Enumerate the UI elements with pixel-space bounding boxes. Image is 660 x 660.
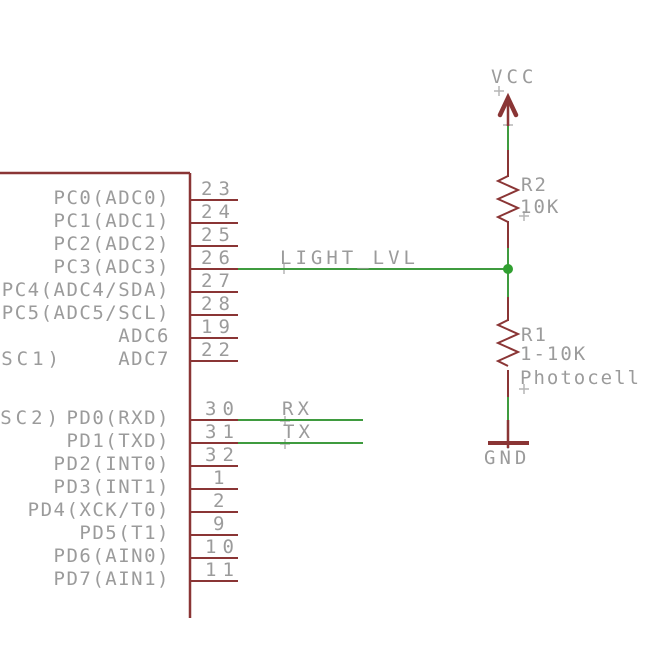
r1-value-label: 1-10K	[520, 343, 588, 365]
ic-pin-label-clipped: SC2)	[0, 407, 62, 429]
ic-outline	[0, 171, 192, 618]
vcc-symbol	[497, 92, 519, 126]
net-label-tx: TX	[283, 421, 314, 443]
pin-number: 26	[201, 247, 236, 269]
pin-number: 24	[201, 201, 236, 223]
ic-pin-label: PD2(INT0)	[53, 453, 170, 475]
ic-pin-label: ADC6	[118, 325, 170, 347]
r2-value-label: 10K	[520, 196, 561, 218]
r1-value2-label: Photocell	[520, 367, 641, 389]
pin-number: 22	[201, 339, 236, 361]
ic-pin-label: PD4(XCK/T0)	[27, 499, 170, 521]
ic-pin-label: PC5(ADC5/SCL)	[1, 302, 170, 324]
pin-number: 27	[201, 270, 236, 292]
ic-pin-label-clipped: SC1)	[1, 348, 63, 370]
resistor-r2-symbol	[495, 150, 521, 248]
ic-pin-label: PD0(RXD)	[66, 407, 170, 429]
r1-name-label: R1	[521, 324, 548, 346]
ic-pin-label: PD6(AIN0)	[53, 545, 170, 567]
resistor-r1-symbol	[495, 297, 521, 397]
ic-pin-label: ADC7	[118, 348, 170, 370]
pin-number: 19	[201, 316, 236, 338]
pin-number: 2	[213, 490, 231, 512]
pin-number: 9	[213, 513, 231, 535]
ic-pin-label: PD7(AIN1)	[53, 568, 170, 590]
ic-pin-label: PC2(ADC2)	[53, 233, 170, 255]
net-label-light-lvl: LIGHT_LVL	[280, 247, 419, 269]
gnd-symbol	[488, 420, 529, 448]
ic-pin-label: PC3(ADC3)	[53, 256, 170, 278]
pin-number: 1	[213, 467, 231, 489]
vcc-arrow-icon	[497, 92, 519, 118]
ic-pin-label: PC0(ADC0)	[53, 187, 170, 209]
ic-pin-label: PD3(INT1)	[53, 476, 170, 498]
pin-number: 31	[205, 421, 240, 443]
ic-pin-label: PC1(ADC1)	[53, 210, 170, 232]
vcc-label: VCC	[491, 66, 538, 88]
ic-pin-label: PD1(TXD)	[66, 430, 170, 452]
ic-pin-label: PD5(T1)	[79, 522, 170, 544]
net-wires	[238, 125, 509, 444]
pin-number: 23	[201, 178, 236, 200]
pin-number: 28	[201, 293, 236, 315]
junction-dot	[503, 264, 513, 274]
ic-pin-label: PC4(ADC4/SDA)	[1, 279, 170, 301]
pin-number: 11	[205, 559, 240, 581]
pin-number: 25	[201, 224, 236, 246]
ic-pin-stubs	[190, 199, 238, 582]
net-label-rx: RX	[282, 398, 313, 420]
pin-number: 30	[205, 398, 240, 420]
pin-number: 32	[205, 444, 240, 466]
gnd-label: GND	[484, 447, 531, 469]
pin-number: 10	[205, 536, 240, 558]
r2-name-label: R2	[521, 174, 548, 196]
